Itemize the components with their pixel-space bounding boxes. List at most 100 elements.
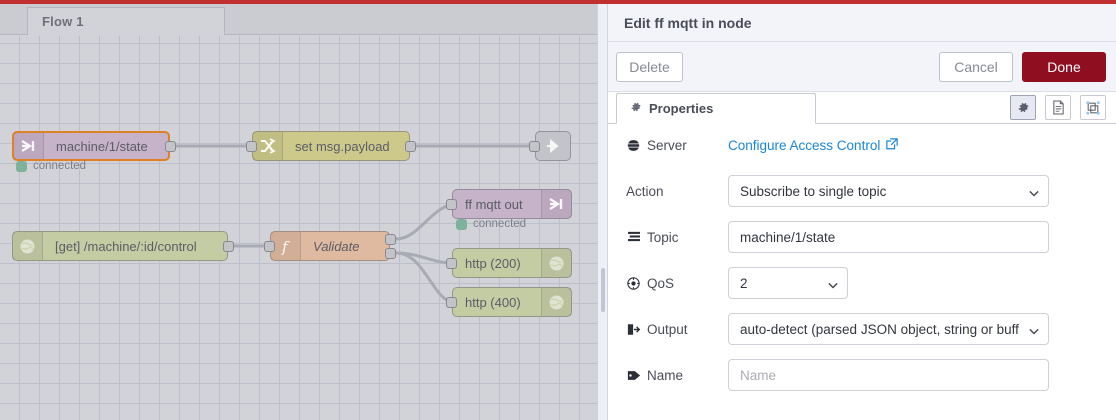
topic-input[interactable]: machine/1/state	[728, 221, 1049, 253]
flow-node-mqtt-in[interactable]: machine/1/state	[12, 131, 170, 161]
flow-editor-pane: Flow 1 machine/1/state	[0, 4, 598, 420]
node-port-input[interactable]	[446, 258, 457, 269]
cancel-button[interactable]: Cancel	[939, 52, 1013, 82]
mqtt-icon	[14, 133, 44, 159]
node-port-input[interactable]	[264, 241, 275, 252]
topic-label: Topic	[647, 229, 679, 245]
tab-properties[interactable]: Properties	[616, 93, 816, 124]
node-port-input[interactable]	[446, 199, 457, 210]
edit-node-dialog: Edit ff mqtt in node Delete Cancel Done …	[607, 4, 1116, 420]
done-button[interactable]: Done	[1022, 52, 1106, 82]
status-dot	[456, 218, 467, 230]
dialog-tab-strip: Properties	[608, 92, 1116, 124]
globe-icon	[13, 232, 43, 260]
action-select-value: Subscribe to single topic	[740, 183, 887, 199]
name-label: Name	[647, 367, 684, 383]
node-port-output[interactable]	[223, 241, 234, 252]
list-icon	[626, 231, 641, 243]
flow-node-http-200[interactable]: http (200)	[452, 248, 572, 278]
node-port-input[interactable]	[246, 141, 257, 152]
properties-gear-icon-button[interactable]	[1010, 95, 1036, 120]
form-row-action: Action Subscribe to single topic	[626, 174, 1101, 208]
globe-icon	[541, 288, 571, 316]
flow-node-mqtt-out[interactable]: ff mqtt out	[452, 189, 572, 219]
name-input[interactable]: Name	[728, 359, 1049, 391]
qos-select-value: 2	[740, 275, 748, 291]
mqtt-icon	[541, 190, 571, 218]
link-out-icon	[536, 132, 566, 160]
node-port-output-2[interactable]	[385, 248, 396, 259]
node-port-input[interactable]	[529, 141, 540, 152]
shuffle-icon	[253, 132, 283, 160]
flow-node-http-400[interactable]: http (400)	[452, 287, 572, 317]
flow-node-label: http (400)	[465, 294, 521, 310]
flow-node-function[interactable]: f Validate	[270, 231, 390, 261]
svg-text:f: f	[281, 238, 290, 255]
chevron-down-icon	[1029, 186, 1039, 197]
name-input-placeholder: Name	[740, 367, 777, 383]
external-link-icon	[886, 137, 899, 153]
dialog-title: Edit ff mqtt in node	[608, 4, 1116, 42]
gear-icon	[630, 101, 642, 116]
flow-node-change[interactable]: set msg.payload	[252, 131, 410, 161]
form-row-server: Server Configure Access Control	[626, 128, 1101, 162]
target-icon	[626, 276, 641, 290]
node-port-output[interactable]	[165, 141, 176, 152]
topic-input-value: machine/1/state	[740, 229, 836, 245]
flow-node-link-out[interactable]	[535, 131, 571, 161]
document-icon	[1052, 100, 1064, 115]
form-row-name: Name Name	[626, 358, 1101, 392]
flow-node-label: http (200)	[465, 255, 521, 271]
status-dot	[16, 160, 27, 172]
node-port-output[interactable]	[405, 141, 416, 152]
form-row-topic: Topic machine/1/state	[626, 220, 1101, 254]
status-text: connected	[473, 218, 527, 230]
action-label-group: Action	[626, 184, 728, 199]
top-accent-bar	[0, 0, 1116, 4]
pane-resize-grip[interactable]	[601, 268, 605, 312]
server-label-group: Server	[626, 138, 728, 153]
flow-tab-label: Flow 1	[42, 14, 84, 29]
action-select[interactable]: Subscribe to single topic	[728, 175, 1049, 207]
output-select[interactable]: auto-detect (parsed JSON object, string …	[728, 313, 1049, 345]
flow-node-label: set msg.payload	[295, 138, 390, 154]
name-label-group: Name	[626, 368, 728, 383]
globe-icon	[541, 249, 571, 277]
qos-label-group: QoS	[626, 276, 728, 291]
qos-label: QoS	[647, 275, 675, 291]
node-status-mqtt-in: connected	[16, 160, 86, 172]
tag-icon	[626, 369, 641, 382]
qos-select[interactable]: 2	[728, 267, 848, 299]
topic-label-group: Topic	[626, 230, 728, 245]
node-port-input[interactable]	[446, 297, 457, 308]
node-status-mqtt-out: connected	[456, 218, 526, 230]
sign-out-icon	[626, 323, 641, 336]
flow-tab-flow-1[interactable]: Flow 1	[27, 7, 225, 35]
appearance-icon	[1086, 100, 1100, 115]
tab-properties-label: Properties	[649, 101, 714, 116]
output-label-group: Output	[626, 322, 728, 337]
flow-node-label: ff mqtt out	[465, 196, 523, 212]
flow-node-label: [get] /machine/:id/control	[55, 238, 197, 254]
flow-node-http-in[interactable]: [get] /machine/:id/control	[12, 231, 228, 261]
flow-node-label: Validate	[313, 238, 360, 254]
server-label: Server	[647, 137, 687, 153]
output-label: Output	[647, 321, 688, 337]
description-doc-icon-button[interactable]	[1045, 95, 1071, 120]
form-row-qos: QoS 2	[626, 266, 1101, 300]
node-port-output-1[interactable]	[385, 234, 396, 245]
pane-resize-handle[interactable]	[597, 4, 607, 420]
configure-access-control-link[interactable]: Configure Access Control	[728, 137, 899, 153]
configure-access-control-link-label: Configure Access Control	[728, 137, 881, 153]
action-label: Action	[626, 183, 664, 199]
flow-node-label: machine/1/state	[56, 138, 148, 154]
appearance-icon-button[interactable]	[1080, 95, 1106, 120]
globe-icon	[626, 138, 641, 152]
flow-canvas[interactable]: machine/1/state connected set msg.payloa…	[0, 36, 598, 420]
delete-button[interactable]: Delete	[616, 52, 683, 82]
gear-icon	[1018, 102, 1028, 113]
function-icon: f	[271, 232, 301, 260]
properties-form: Server Configure Access Control Action S…	[608, 124, 1116, 420]
status-text: connected	[33, 160, 87, 172]
